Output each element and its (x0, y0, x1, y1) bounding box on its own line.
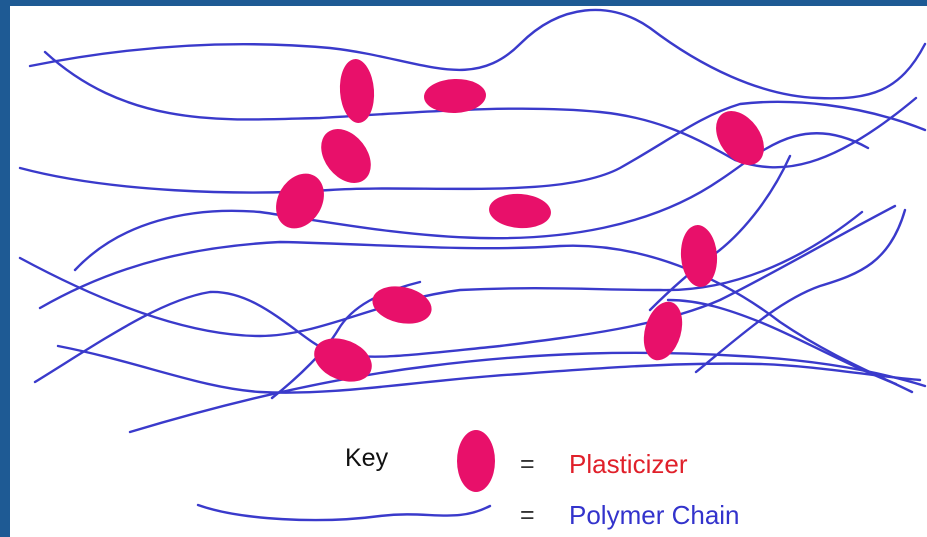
key-polymer-chain-symbol (198, 505, 490, 520)
polymer-chain (20, 102, 925, 193)
polymer-chain (20, 212, 862, 336)
polymer-chain (40, 242, 912, 392)
key-plasticizer-symbol (457, 430, 495, 492)
polymer-chain (696, 210, 905, 372)
plasticizer-molecule (266, 165, 333, 237)
plasticizer-molecule (488, 192, 552, 230)
plasticizer-molecule (311, 119, 381, 192)
plasticizer-molecule (308, 330, 379, 390)
key-equals-sign: = (520, 503, 535, 528)
plasticizer-molecule (369, 281, 435, 329)
key-equals-sign: = (520, 452, 535, 477)
polymer-chain (58, 346, 920, 393)
polymer-chain (45, 52, 916, 167)
key-title: Key (345, 446, 388, 471)
polymer-chains (20, 10, 925, 432)
polymer-chain (35, 206, 895, 382)
key-polymer-chain-label: Polymer Chain (569, 502, 740, 528)
key-plasticizer-label: Plasticizer (569, 451, 687, 477)
polymer-chain (130, 353, 925, 432)
